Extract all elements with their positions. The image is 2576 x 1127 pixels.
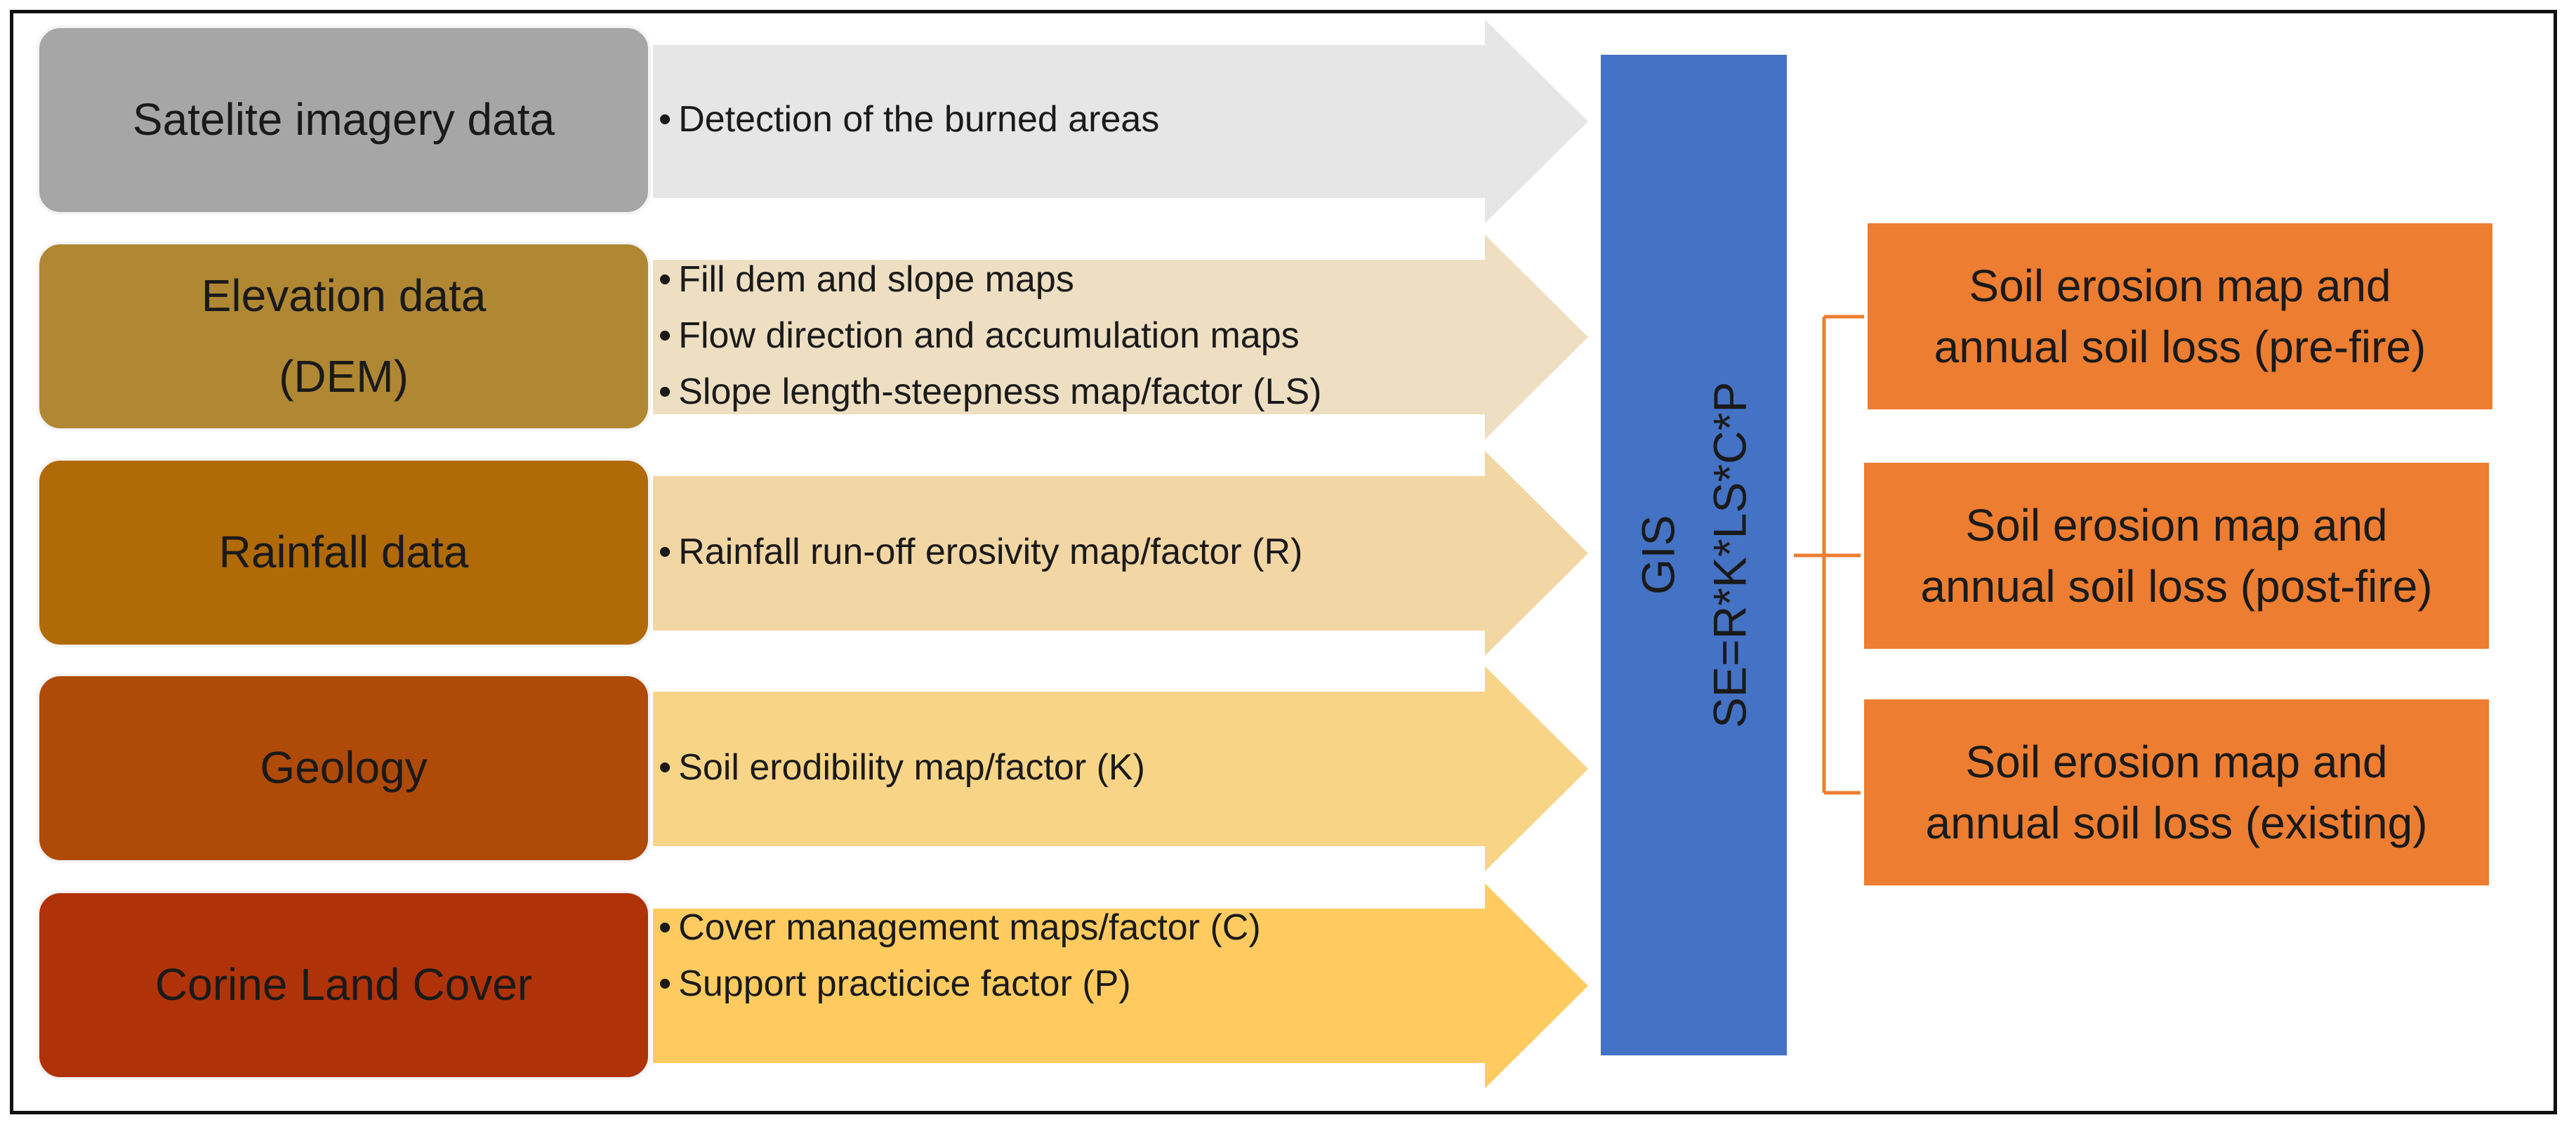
source-label-geology: Geology <box>260 742 428 793</box>
arrow-text-satellite: Detection of the burned areas <box>659 63 1571 176</box>
output-line1: Soil erosion map and <box>1965 500 2388 551</box>
bullet-item: Flow direction and accumulation maps <box>659 308 1571 364</box>
bullet-item: Rainfall run-off erosivity map/factor (R… <box>659 524 1571 580</box>
diagram-frame <box>10 10 2557 1114</box>
arrow-text-elevation: Fill dem and slope maps Flow direction a… <box>659 251 1571 420</box>
output-box-pre-fire: Soil erosion map and annual soil loss (p… <box>1868 223 2492 409</box>
source-label-rainfall: Rainfall data <box>218 527 469 578</box>
output-line2: annual soil loss (pre-fire) <box>1934 321 2426 372</box>
output-box-existing: Soil erosion map and annual soil loss (e… <box>1864 699 2489 885</box>
arrow-text-corine: Cover management maps/factor (C) Support… <box>659 899 1571 1012</box>
bullet-item: Slope length-steepness map/factor (LS) <box>659 364 1571 420</box>
source-box-satellite: Satelite imagery data <box>37 25 651 215</box>
source-box-elevation: Elevation data (DEM) <box>37 242 651 431</box>
output-line1: Soil erosion map and <box>1969 261 2391 312</box>
output-box-post-fire: Soil erosion map and annual soil loss (p… <box>1864 463 2489 649</box>
source-box-geology: Geology <box>37 673 651 863</box>
bullet-item: Fill dem and slope maps <box>659 251 1571 308</box>
output-line2: annual soil loss (existing) <box>1925 797 2428 848</box>
gis-bar: GIS SE=R*K*LS*C*P <box>1601 55 1787 1055</box>
source-box-corine: Corine Land Cover <box>37 890 651 1080</box>
arrow-text-geology: Soil erodibility map/factor (K) <box>659 711 1571 824</box>
bullet-item: Support practicice factor (P) <box>659 956 1571 1012</box>
source-label-elevation-line2: (DEM) <box>279 351 409 402</box>
arrow-text-rainfall: Rainfall run-off erosivity map/factor (R… <box>659 496 1571 608</box>
source-label-corine: Corine Land Cover <box>154 959 533 1010</box>
bullet-item: Cover management maps/factor (C) <box>659 899 1571 956</box>
source-box-rainfall: Rainfall data <box>37 458 651 647</box>
bullet-item: Soil erodibility map/factor (K) <box>659 739 1571 796</box>
output-line2: annual soil loss (post-fire) <box>1920 560 2433 612</box>
source-label-elevation-line1: Elevation data <box>201 270 487 321</box>
bullet-item: Detection of the burned areas <box>659 91 1571 147</box>
source-label-satellite: Satelite imagery data <box>132 94 555 145</box>
output-line1: Soil erosion map and <box>1965 737 2388 788</box>
